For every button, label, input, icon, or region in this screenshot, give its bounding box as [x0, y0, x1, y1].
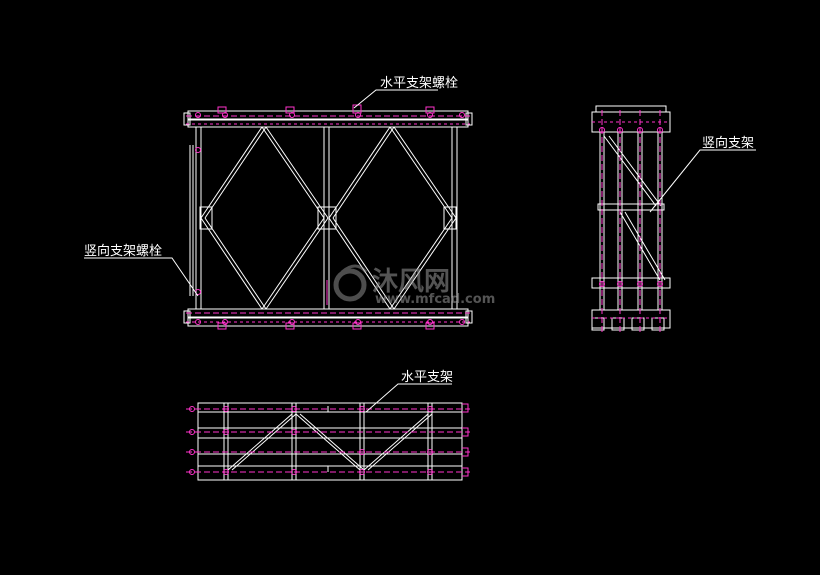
leader-lines — [84, 89, 756, 413]
side-elevation-dimensions — [592, 110, 670, 332]
watermark-url: www.mfcad.com — [375, 292, 495, 307]
label-horizontal-brace-bolt: 水平支架螺栓 — [380, 76, 458, 91]
label-vertical-brace: 竖向支架 — [702, 135, 754, 151]
leader-vertical-brace-bolt — [84, 257, 199, 297]
side-elevation-view — [591, 105, 671, 331]
watermark-logo-icon — [333, 264, 368, 302]
plan-view — [197, 402, 463, 481]
front-elevation-view — [183, 110, 473, 327]
label-vertical-brace-bolt: 竖向支架螺栓 — [84, 243, 162, 259]
watermark-name: 沐风网 — [372, 267, 450, 297]
plan-view-dimensions — [186, 403, 470, 477]
leader-vertical-brace — [649, 149, 756, 213]
leader-horizontal-brace-bolt — [353, 89, 438, 109]
label-horizontal-brace: 水平支架 — [401, 370, 453, 385]
front-elevation-dimensions — [186, 104, 470, 330]
watermark: 沐风网 www.mfcad.com — [333, 264, 495, 307]
leader-horizontal-brace — [365, 383, 452, 413]
